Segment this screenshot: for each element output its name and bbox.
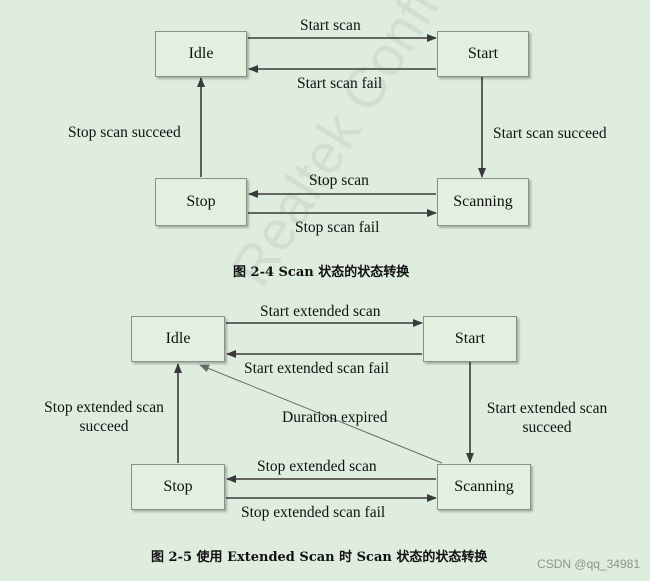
- diagram1-arrows: [197, 34, 486, 217]
- d2-node-idle: Idle: [131, 316, 225, 362]
- d2-caption: 图 2-5 使用 Extended Scan 时 Scan 状态的状态转换: [151, 550, 488, 565]
- d1-label-stop-scan: Stop scan: [309, 172, 369, 189]
- d1-label-stop-scan-succeed: Stop scan succeed: [68, 124, 181, 141]
- d1-label-start-scan-succeed: Start scan succeed: [493, 125, 607, 142]
- d1-label-start-scan: Start scan: [300, 17, 361, 34]
- d2-label-start-succeed-line2: succeed: [522, 419, 572, 436]
- arrow2-scanning-to-idle: [199, 364, 443, 464]
- d1-caption: 图 2-4 Scan 状态的状态转换: [233, 265, 410, 280]
- d1-label-start-scan-fail: Start scan fail: [297, 75, 383, 92]
- d2-label-stop-extended-scan-succeed: Stop extended scan succeed: [34, 398, 174, 436]
- d2-node-start: Start: [423, 316, 517, 362]
- d2-label-duration-expired: Duration expired: [282, 409, 388, 426]
- d2-label-start-extended-scan: Start extended scan: [260, 303, 381, 320]
- d1-label-stop-scan-fail: Stop scan fail: [295, 219, 380, 236]
- d2-node-scanning: Scanning: [437, 464, 531, 510]
- d1-node-idle: Idle: [155, 31, 247, 77]
- d2-node-stop: Stop: [131, 464, 225, 510]
- d2-label-start-extended-scan-fail: Start extended scan fail: [244, 360, 390, 377]
- d2-label-stop-succeed-line2: succeed: [79, 418, 129, 435]
- d1-node-stop: Stop: [155, 178, 247, 226]
- d2-label-start-succeed-line1: Start extended scan: [486, 400, 608, 417]
- d1-node-start: Start: [437, 31, 529, 77]
- diagram2-arrows: [174, 319, 474, 502]
- d1-node-scanning: Scanning: [437, 178, 529, 226]
- d2-label-start-extended-scan-succeed: Start extended scan succeed: [477, 399, 617, 437]
- d2-label-stop-extended-scan-fail: Stop extended scan fail: [241, 504, 386, 521]
- d2-label-stop-succeed-line1: Stop extended scan: [44, 399, 164, 416]
- d2-label-stop-extended-scan: Stop extended scan: [257, 458, 377, 475]
- credit-text: CSDN @qq_34981: [537, 557, 640, 571]
